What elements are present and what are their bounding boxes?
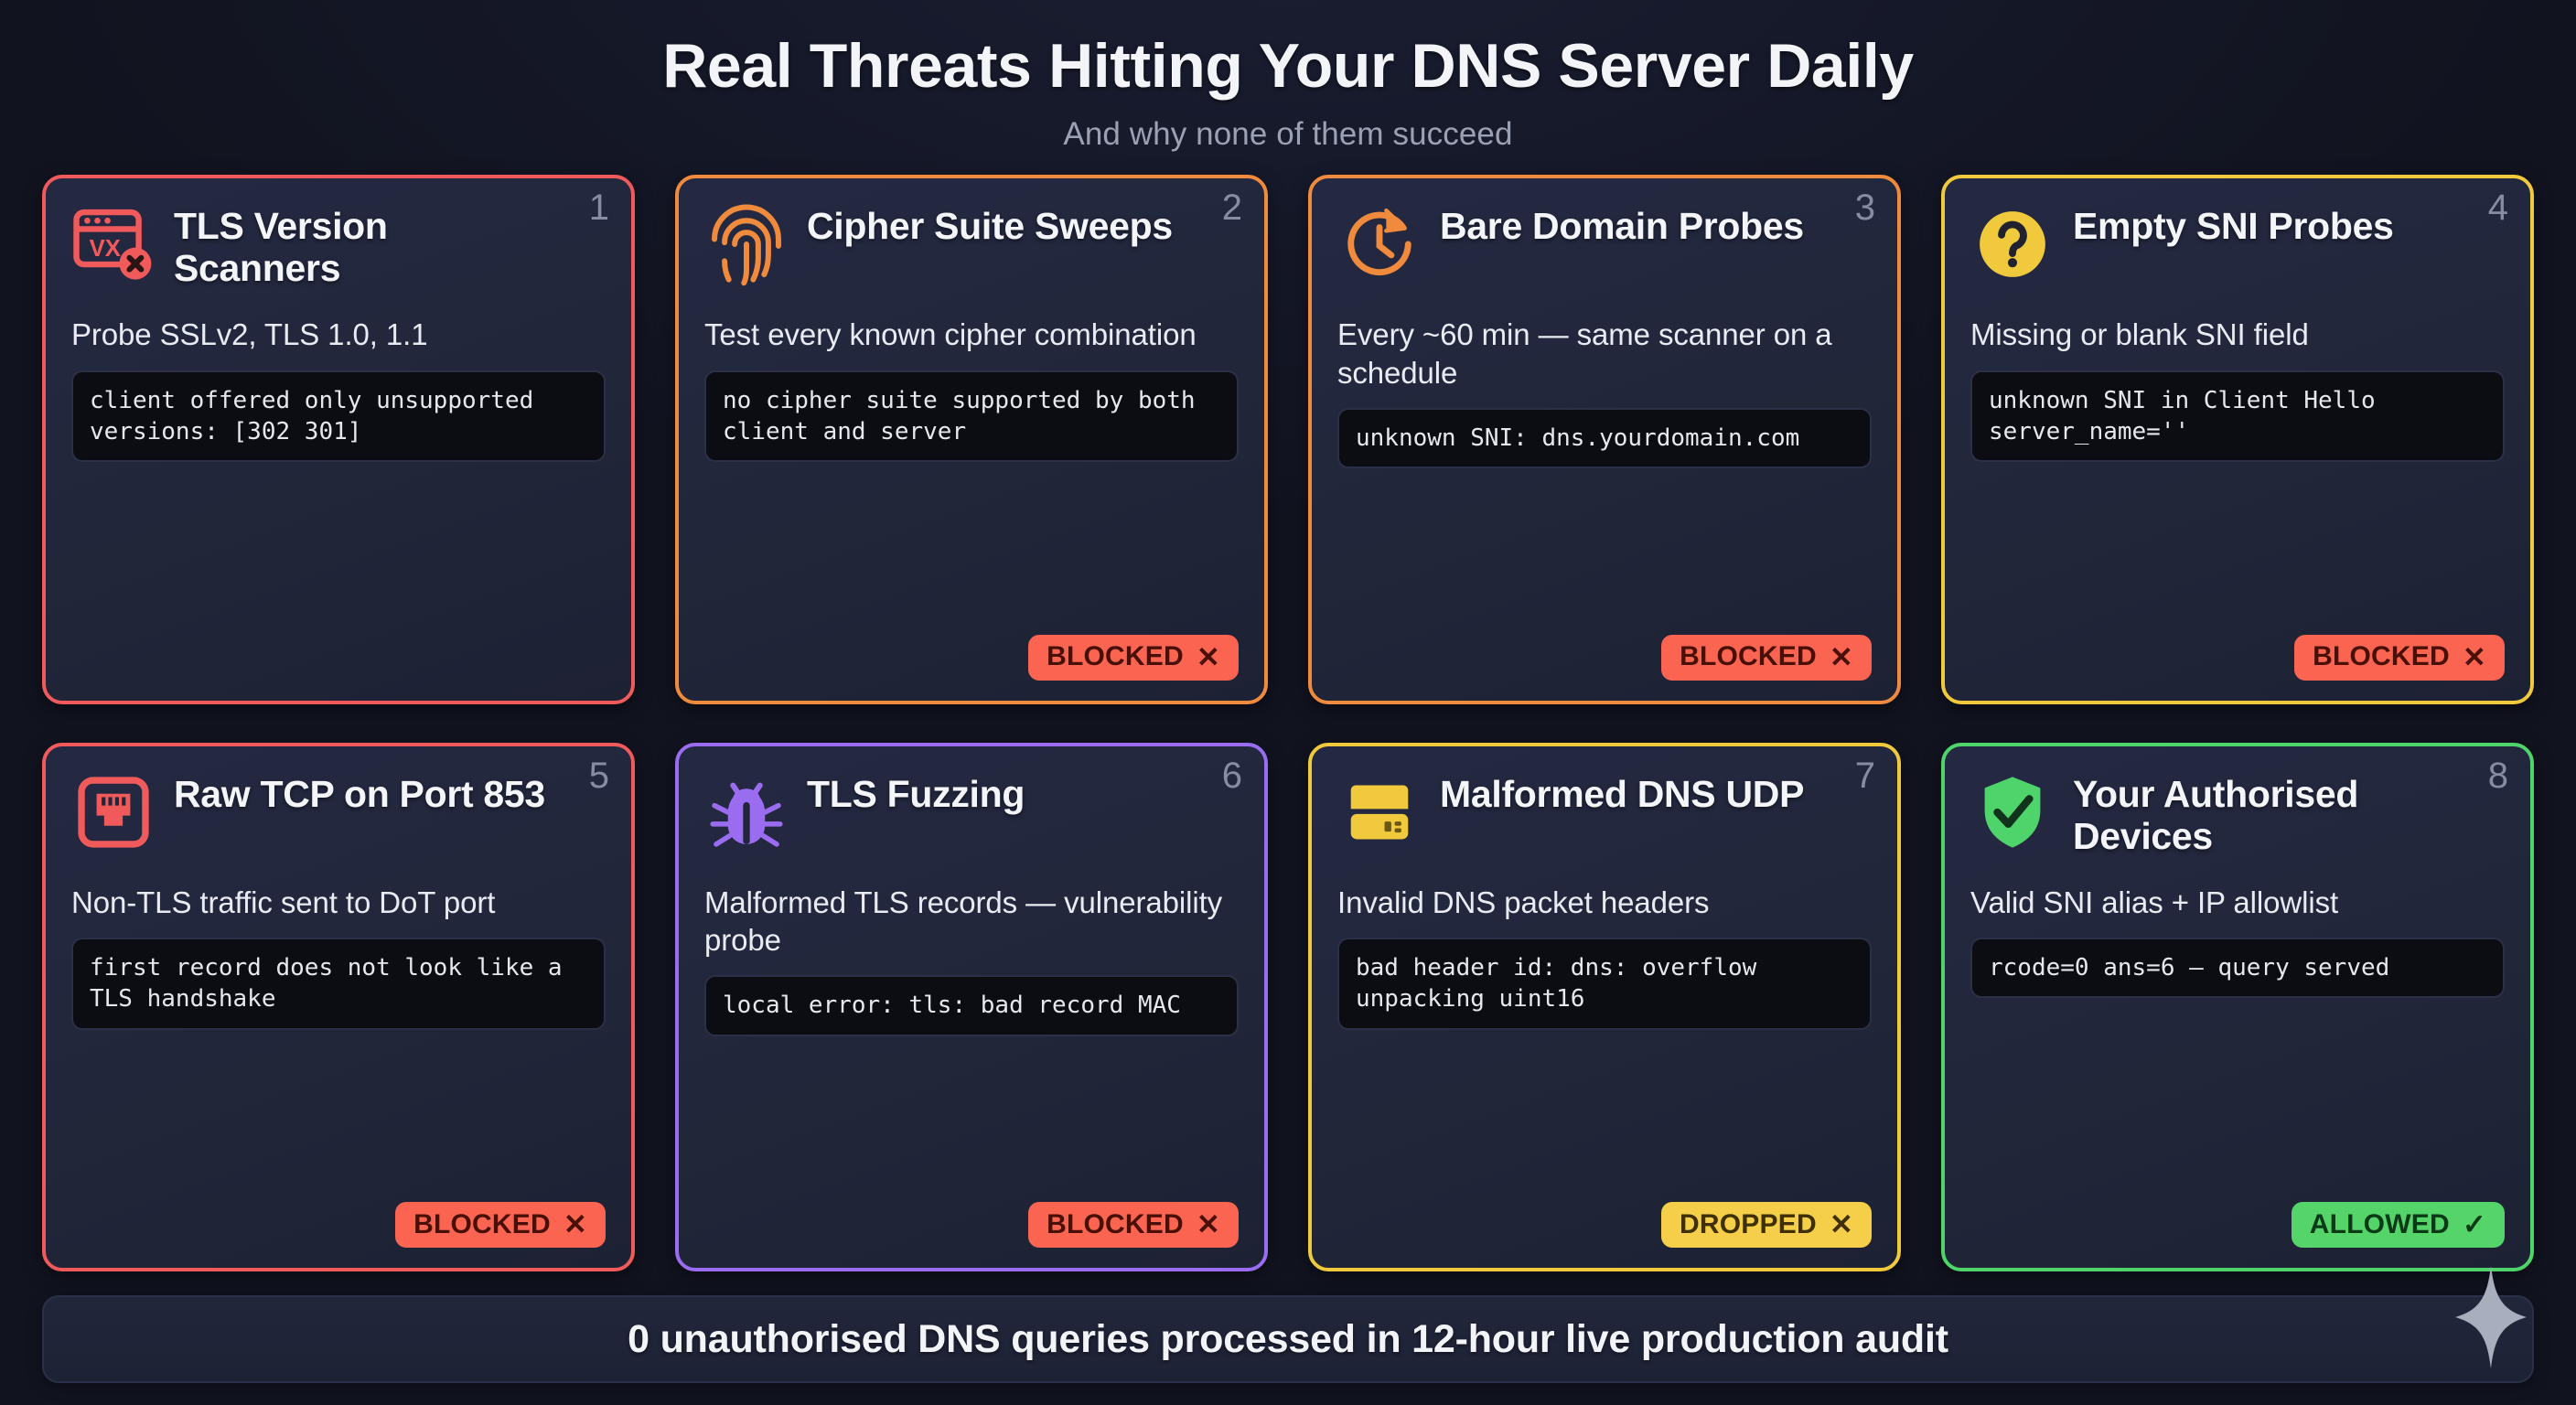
badge-row: BLOCKED ✕ [704, 1187, 1239, 1248]
card-description: Invalid DNS packet headers [1337, 885, 1710, 919]
log-snippet: bad header id: dns: overflow unpacking u… [1337, 937, 1872, 1030]
page-title: Real Threats Hitting Your DNS Server Dai… [662, 31, 1914, 101]
status-badge: BLOCKED ✕ [395, 1202, 606, 1248]
svg-text:VX: VX [90, 236, 121, 262]
fingerprint-icon [704, 202, 789, 286]
browser-window-vx-error-icon: VX [71, 202, 156, 286]
card-description: Test every known cipher combination [704, 317, 1197, 352]
status-badge: BLOCKED ✕ [1028, 1202, 1239, 1248]
threat-card[interactable]: 7 Malformed DNS UDP Invalid DNS packet h… [1308, 742, 1901, 1271]
log-snippet: local error: tls: bad record MAC [704, 975, 1239, 1036]
card-number: 7 [1854, 755, 1875, 796]
status-badge-label: BLOCKED [1046, 1208, 1184, 1239]
card-header: Malformed DNS UDP [1337, 770, 1872, 869]
badge-row: BLOCKED ✕ [704, 620, 1239, 681]
badge-row: BLOCKED ✕ [1970, 620, 2505, 681]
log-snippet: unknown SNI: dns.yourdomain.com [1337, 407, 1872, 469]
card-number: 4 [2487, 188, 2508, 229]
log-snippet: client offered only unsupported versions… [71, 370, 606, 463]
card-number: 3 [1854, 188, 1875, 229]
card-header: Cipher Suite Sweeps [704, 202, 1239, 301]
log-snippet: first record does not look like a TLS ha… [71, 937, 606, 1030]
status-badge: DROPPED ✕ [1661, 1202, 1872, 1248]
threat-card[interactable]: 2 Cipher Suite Sweeps Test every known c… [675, 175, 1268, 704]
status-badge-label: ALLOWED [2309, 1208, 2450, 1239]
status-badge-mark: ✕ [1829, 640, 1853, 673]
badge-row: BLOCKED ✕ [71, 1187, 606, 1248]
threat-card[interactable]: 1 VX TLS Version Scanners Probe SSLv2, T… [42, 175, 635, 704]
badge-row: ALLOWED ✓ [1970, 1187, 2505, 1248]
status-badge: BLOCKED ✕ [1028, 634, 1239, 681]
card-title: Cipher Suite Sweeps [807, 205, 1173, 248]
threat-card[interactable]: 8 Your Authorised Devices Valid SNI alia… [1941, 742, 2534, 1271]
status-badge: BLOCKED ✕ [1661, 634, 1872, 681]
card-description: Valid SNI alias + IP allowlist [1970, 885, 2339, 919]
card-title: Bare Domain Probes [1440, 205, 1804, 248]
card-number: 6 [1221, 755, 1242, 796]
card-header: Your Authorised Devices [1970, 770, 2505, 869]
threat-card[interactable]: 6 TLS Fuzzing Malformed TLS records — vu… [675, 742, 1268, 1271]
clock-refresh-icon [1337, 202, 1422, 286]
card-title: Malformed DNS UDP [1440, 772, 1805, 815]
footer-region: 0 unauthorised DNS queries processed in … [42, 1266, 2534, 1383]
status-badge-label: BLOCKED [1046, 641, 1184, 672]
status-badge-mark: ✕ [563, 1208, 587, 1240]
audit-summary-bar: 0 unauthorised DNS queries processed in … [42, 1295, 2534, 1383]
card-description: Probe SSLv2, TLS 1.0, 1.1 [71, 317, 428, 352]
status-badge-mark: ✕ [2462, 640, 2486, 673]
log-snippet: no cipher suite supported by both client… [704, 370, 1239, 463]
audit-summary-text: 0 unauthorised DNS queries processed in … [628, 1316, 1948, 1361]
log-snippet: unknown SNI in Client Hello server_name=… [1970, 370, 2505, 463]
card-title: Raw TCP on Port 853 [174, 772, 545, 815]
card-header: TLS Fuzzing [704, 770, 1239, 869]
status-badge-mark: ✕ [1196, 1208, 1220, 1240]
ethernet-port-icon [71, 770, 156, 854]
card-header: Raw TCP on Port 853 [71, 770, 606, 869]
badge-row: DROPPED ✕ [1337, 1187, 1872, 1248]
card-description: Missing or blank SNI field [1970, 317, 2309, 352]
card-header: VX TLS Version Scanners [71, 202, 606, 301]
server-rack-icon [1337, 770, 1422, 854]
log-snippet: rcode=0 ans=6 — query served [1970, 937, 2505, 999]
threat-card[interactable]: 4 Empty SNI Probes Missing or blank SNI … [1941, 175, 2534, 704]
bug-icon [704, 770, 789, 854]
card-description: Malformed TLS records — vulnerability pr… [704, 885, 1223, 957]
status-badge: ALLOWED ✓ [2291, 1202, 2505, 1248]
status-badge-label: DROPPED [1680, 1208, 1817, 1239]
threat-card[interactable]: 5 Raw TCP on Port 853 Non-TLS traffic se… [42, 742, 635, 1271]
badge-row: BLOCKED ✕ [1337, 620, 1872, 681]
card-number: 2 [1221, 188, 1242, 229]
threat-card-grid: 1 VX TLS Version Scanners Probe SSLv2, T… [42, 175, 2534, 1271]
status-badge-mark: ✕ [1829, 1208, 1853, 1240]
card-title: TLS Fuzzing [807, 772, 1025, 815]
card-number: 5 [588, 755, 609, 796]
card-title: Your Authorised Devices [2073, 772, 2359, 857]
badge-row [71, 666, 606, 681]
card-number: 1 [588, 188, 609, 229]
status-badge-mark: ✓ [2462, 1208, 2486, 1240]
page-header: Real Threats Hitting Your DNS Server Dai… [42, 24, 2534, 153]
status-badge: BLOCKED ✕ [2294, 634, 2505, 681]
shield-check-icon [1970, 770, 2055, 854]
threat-card[interactable]: 3 Bare Domain Probes Every ~60 min — sam… [1308, 175, 1901, 704]
card-description: Every ~60 min — same scanner on a schedu… [1337, 317, 1832, 390]
card-number: 8 [2487, 755, 2508, 796]
status-badge-mark: ✕ [1196, 640, 1220, 673]
question-mark-circle-icon [1970, 202, 2055, 286]
card-title: TLS Version Scanners [174, 205, 388, 290]
page-subtitle: And why none of them succeed [1063, 116, 1513, 153]
card-header: Empty SNI Probes [1970, 202, 2505, 301]
card-description: Non-TLS traffic sent to DoT port [71, 885, 496, 919]
card-title: Empty SNI Probes [2073, 205, 2394, 248]
card-header: Bare Domain Probes [1337, 202, 1872, 301]
status-badge-label: BLOCKED [1680, 641, 1817, 672]
status-badge-label: BLOCKED [413, 1208, 551, 1239]
status-badge-label: BLOCKED [2313, 641, 2450, 672]
